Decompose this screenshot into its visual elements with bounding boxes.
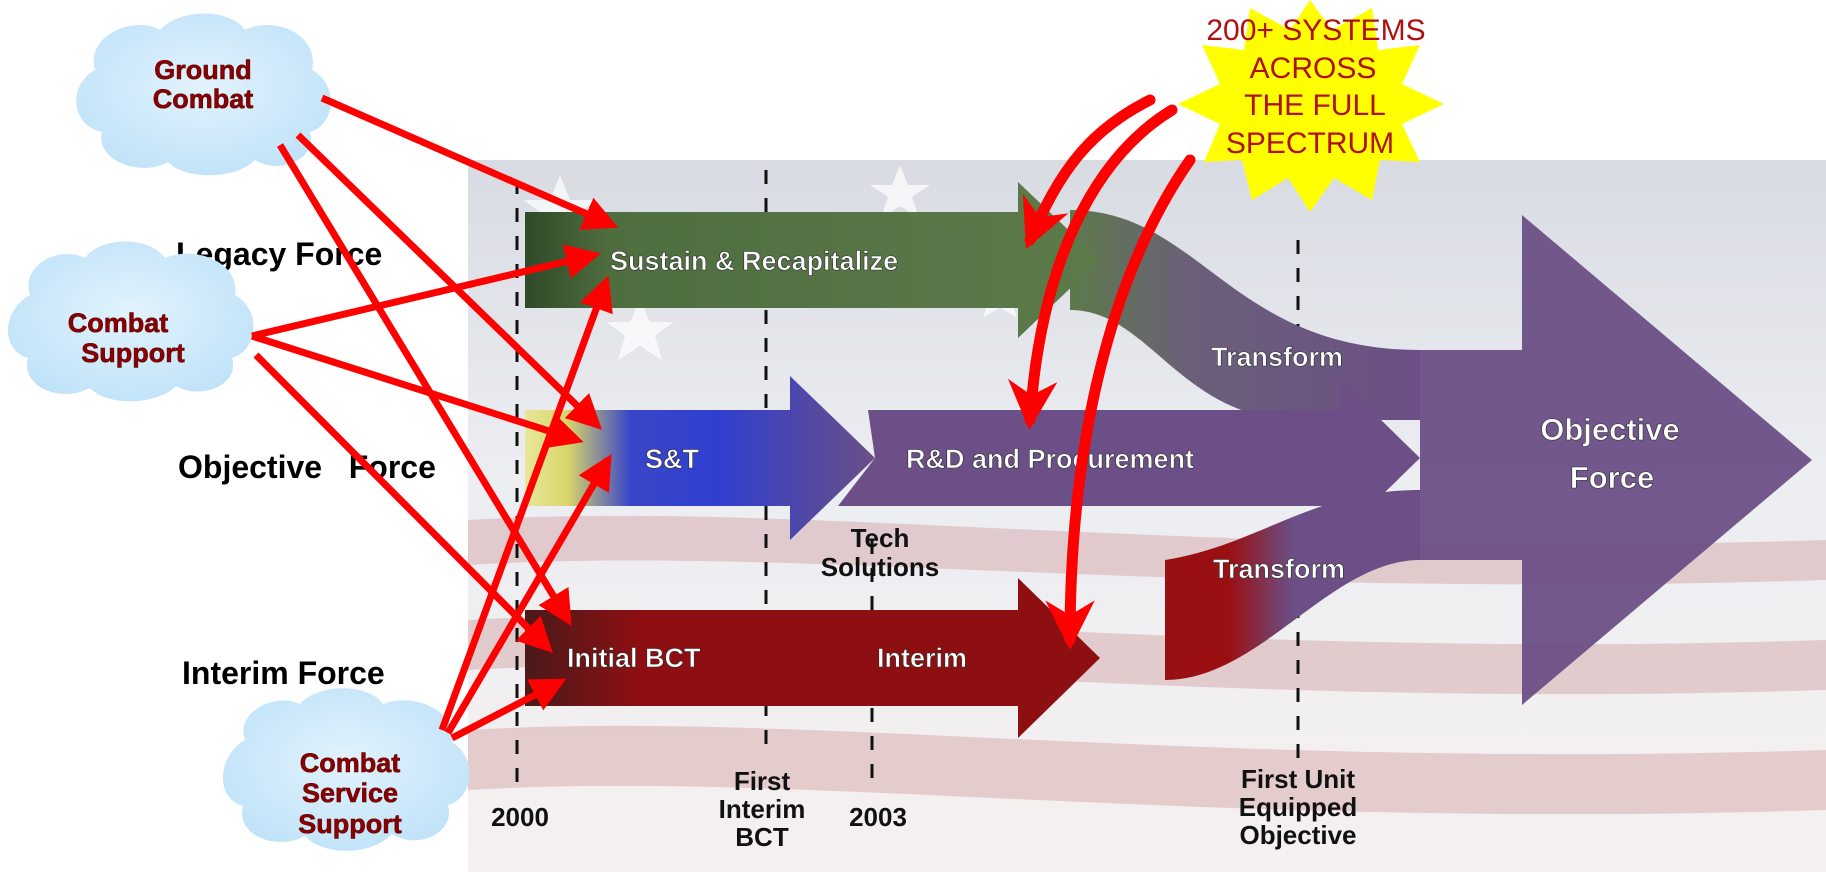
interim-label: Interim xyxy=(877,643,967,673)
interim-force-label: Interim Force xyxy=(182,655,385,691)
tech-solutions-label-2: Solutions xyxy=(821,552,939,582)
starburst-arrows xyxy=(1007,94,1196,650)
first-unit-label-3: Objective xyxy=(1239,820,1356,850)
transform-bottom-band xyxy=(1165,490,1420,680)
st-arrow xyxy=(525,376,875,540)
starburst-text-2: ACROSS xyxy=(1250,52,1377,85)
starburst-arrow-to-rd xyxy=(1007,104,1178,430)
sustain-label: Sustain & Recapitalize xyxy=(610,246,898,276)
initial-bct-label: Initial BCT xyxy=(567,643,701,673)
cloud-css-text-1: Combat xyxy=(300,748,401,778)
cloud-ground-combat-text-2: Combat xyxy=(153,84,254,114)
arrow-support-to-st xyxy=(250,332,584,449)
first-unit-label-2: Equipped xyxy=(1239,792,1357,822)
transform-top-label: Transform xyxy=(1211,342,1343,372)
starburst-text-4: SPECTRUM xyxy=(1226,127,1394,160)
transform-bottom-label: Transform xyxy=(1213,554,1345,584)
starburst-text-1: 200+ SYSTEMS xyxy=(1206,14,1425,47)
starburst-arrow-to-interim xyxy=(1045,154,1196,650)
tech-solutions-label-1: Tech xyxy=(851,523,910,553)
first-interim-label-2: Interim xyxy=(719,794,806,824)
arrow-ground-to-st xyxy=(295,132,603,430)
cloud-css-text-3: Support xyxy=(298,809,401,839)
arrow-support-to-sustain xyxy=(251,244,601,340)
arrow-ground-to-interim xyxy=(277,143,572,626)
year-2000-label: 2000 xyxy=(491,802,549,832)
cloud-ground-combat: Ground Combat xyxy=(76,13,331,176)
first-interim-label-3: BCT xyxy=(735,822,789,852)
arrow-css-to-sustain xyxy=(438,275,613,732)
interim-arrow xyxy=(525,578,1100,738)
st-label: S&T xyxy=(645,444,700,474)
transform-top-band xyxy=(1070,210,1420,420)
arrow-css-to-interim xyxy=(450,678,567,742)
first-unit-label-1: First Unit xyxy=(1241,764,1355,794)
rd-label: R&D and Procurement xyxy=(906,444,1194,474)
objective-force-label-2: Force xyxy=(1570,460,1654,495)
arrow-ground-to-sustain xyxy=(320,94,619,230)
year-2003-label: 2003 xyxy=(849,802,907,832)
arrow-css-to-st xyxy=(444,453,612,735)
rd-arrow xyxy=(838,380,1420,536)
cloud-combat-support-text-1: Combat xyxy=(68,308,169,338)
arrow-support-to-interim xyxy=(253,352,553,653)
objective-force-label-1: Objective xyxy=(1540,412,1680,447)
cloud-combat-support: Combat Support xyxy=(7,241,254,402)
first-interim-label-1: First xyxy=(734,766,791,796)
objective-force-row-label: Objective Force xyxy=(178,449,436,485)
objective-force-arrow xyxy=(1420,215,1812,705)
cloud-css-text-2: Service xyxy=(302,778,398,808)
cloud-ground-combat-text-1: Ground xyxy=(154,55,251,85)
starburst-arrow-to-sustain xyxy=(1022,94,1156,250)
cloud-combat-support-text-2: Support xyxy=(81,338,184,368)
sustain-arrow xyxy=(525,182,1100,338)
starburst: 200+ SYSTEMS ACROSS THE FULL SPECTRUM xyxy=(1178,0,1444,212)
starburst-text-3: THE FULL xyxy=(1244,89,1386,122)
cloud-combat-service-support: Combat Service Support xyxy=(222,688,470,851)
connector-arrows xyxy=(250,94,619,742)
